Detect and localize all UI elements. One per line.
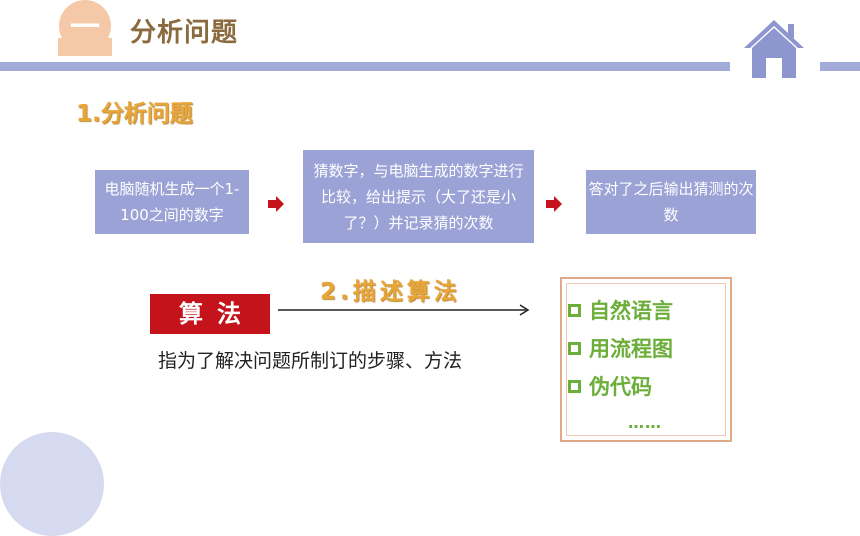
decorative-circle xyxy=(0,432,104,536)
algorithm-label: 算法 xyxy=(150,294,270,334)
page-title: 分析问题 xyxy=(130,18,239,48)
arrow-right-icon xyxy=(546,196,562,212)
header-divider-bar-right xyxy=(820,62,860,71)
methods-panel-inner-border xyxy=(566,283,726,436)
step-text-2: 猜数字，与电脑生成的数字进行比较，给出提示（大了还是小了？）并记录猜的次数 xyxy=(313,161,524,232)
methods-panel: 自然语言 用流程图 伪代码 …… xyxy=(560,277,732,442)
section-subheading: 1.分析问题 xyxy=(76,101,193,127)
step-box-3: 答对了之后输出猜测的次数 xyxy=(586,170,756,234)
step-text-3: 答对了之后输出猜测的次数 xyxy=(588,180,754,224)
home-icon[interactable] xyxy=(742,18,806,80)
section-badge-icon xyxy=(58,0,112,56)
methods-ellipsis: …… xyxy=(628,413,662,432)
method-item: 伪代码 xyxy=(568,371,652,401)
describe-algorithm-heading: 2.描述算法 xyxy=(320,279,461,305)
section-number: 一 xyxy=(70,10,100,45)
method-item: 自然语言 xyxy=(568,295,673,325)
checkbox-icon xyxy=(568,303,581,317)
header-divider-bar xyxy=(0,62,730,71)
arrow-right-icon xyxy=(268,196,284,212)
method-label: 自然语言 xyxy=(589,299,673,323)
checkbox-icon xyxy=(568,341,581,355)
algorithm-definition: 指为了解决问题所制订的步骤、方法 xyxy=(158,350,463,372)
step-box-2: 猜数字，与电脑生成的数字进行比较，给出提示（大了还是小了？）并记录猜的次数 xyxy=(303,150,534,243)
method-item: 用流程图 xyxy=(568,333,673,363)
method-label: 用流程图 xyxy=(589,337,673,361)
checkbox-icon xyxy=(568,379,581,393)
long-arrow-icon xyxy=(278,304,530,316)
step-text-1: 电脑随机生成一个1-100之间的数字 xyxy=(104,180,240,224)
step-box-1: 电脑随机生成一个1-100之间的数字 xyxy=(95,170,249,234)
method-label: 伪代码 xyxy=(589,375,652,399)
